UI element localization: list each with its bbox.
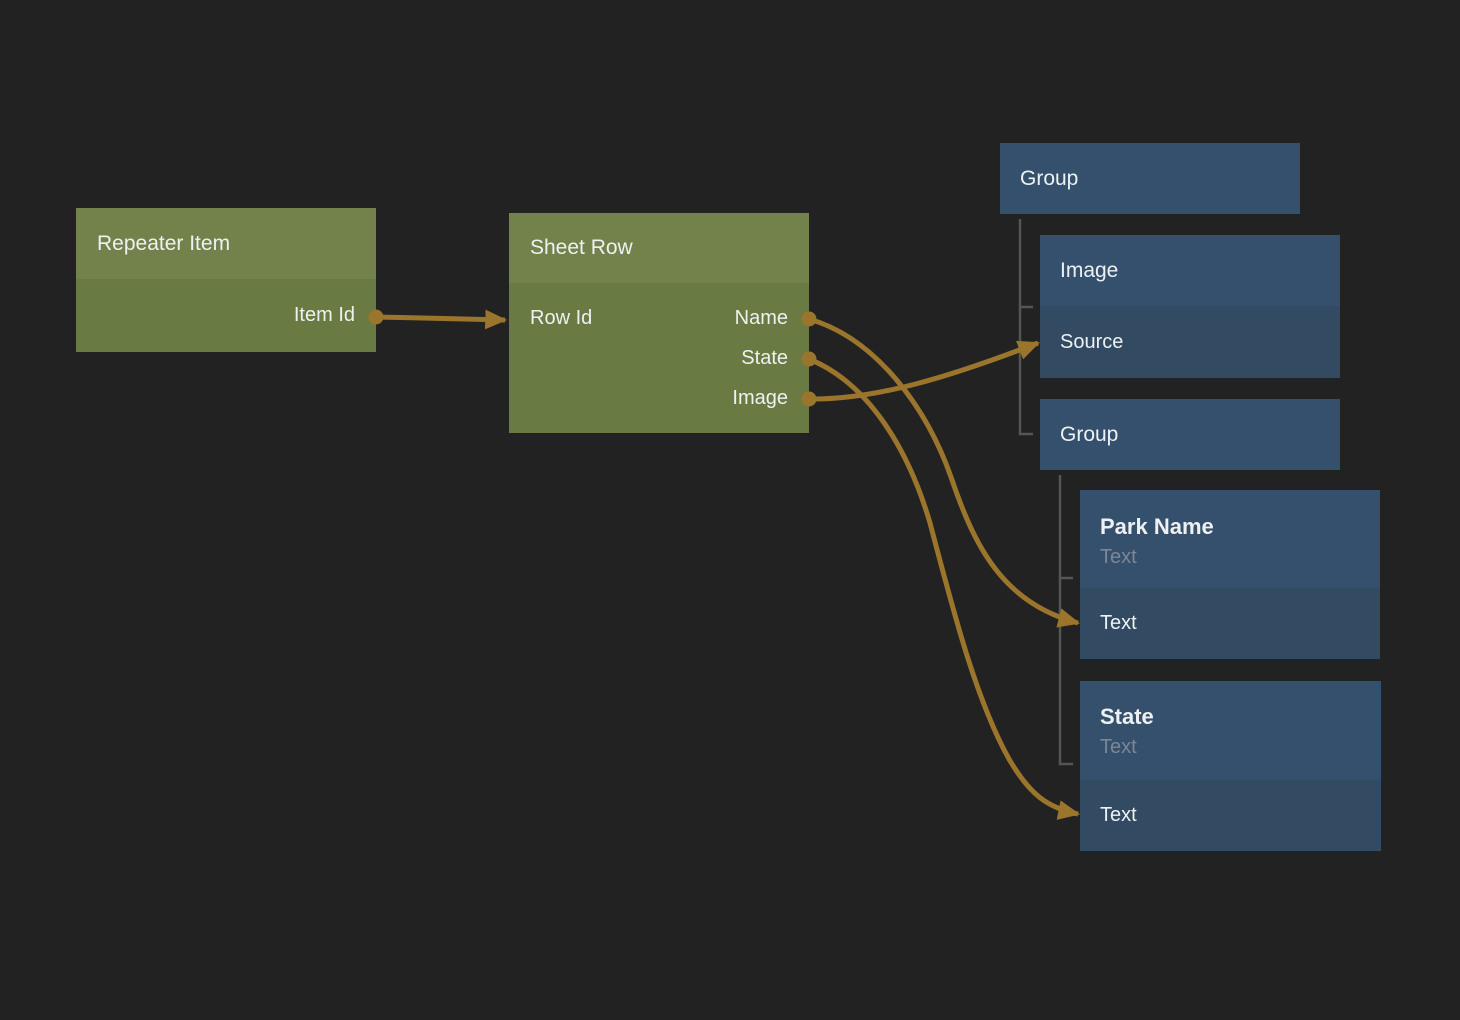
node-park-name-title: Park Name [1100,514,1214,539]
port-row-id-label: Row Id [530,306,593,329]
node-state-title: State [1100,704,1154,729]
node-group-outer-title: Group [1000,143,1300,214]
node-sheet-row[interactable]: Sheet Row Row Id Name State Image [509,213,809,433]
port-state-text-label: Text [1100,804,1137,826]
wire-image-to-source[interactable] [808,340,1041,402]
port-item-id-label: Item Id [293,304,355,326]
wire-name-to-park-name-text[interactable] [808,316,1081,628]
node-group-inner-title: Group [1040,399,1340,470]
node-state[interactable]: State Text Text [1080,681,1381,851]
node-repeater-item-body: Item Id [76,279,376,352]
wire-state-to-state-text[interactable] [808,356,1081,820]
port-park-name-text[interactable]: Text [1080,588,1380,659]
port-item-id[interactable]: Item Id [76,279,376,352]
port-state[interactable]: State [509,338,809,378]
port-park-name-text-label: Text [1100,612,1137,634]
port-source[interactable]: Source [1040,306,1340,378]
port-name-label: Name [734,306,788,329]
wire-item-id-to-row-id[interactable] [375,309,508,330]
tree-line-group-outer [1018,219,1033,436]
port-image-label: Image [732,386,788,409]
node-park-name[interactable]: Park Name Text Text [1080,490,1380,659]
node-group-outer[interactable]: Group [1000,143,1300,214]
port-state-text[interactable]: Text [1080,780,1381,851]
node-park-name-subtitle: Text [1100,546,1137,568]
node-image[interactable]: Image Source [1040,235,1340,378]
port-image[interactable]: Image [509,378,809,418]
port-state-label: State [741,346,788,369]
node-state-header: State Text [1080,681,1381,780]
port-source-label: Source [1060,330,1124,353]
node-state-subtitle: Text [1100,736,1137,758]
node-repeater-item-title: Repeater Item [76,208,376,279]
tree-line-group-inner [1058,475,1073,766]
node-sheet-row-title: Sheet Row [509,213,809,283]
node-sheet-row-body: Row Id Name State Image [509,283,809,433]
node-park-name-header: Park Name Text [1080,490,1380,588]
port-row-id-and-name[interactable]: Row Id Name [509,298,809,338]
node-repeater-item[interactable]: Repeater Item Item Id [76,208,376,352]
node-image-title: Image [1040,235,1340,306]
node-group-inner[interactable]: Group [1040,399,1340,470]
